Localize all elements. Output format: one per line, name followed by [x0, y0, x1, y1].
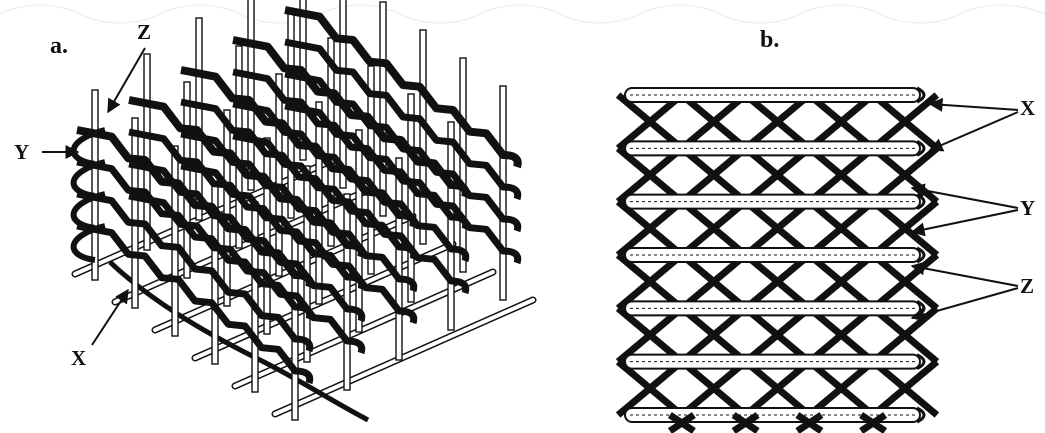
vertical-pin	[448, 122, 454, 330]
vertical-pin	[292, 230, 298, 420]
x-yarn-row	[625, 141, 920, 155]
vertical-pin	[460, 58, 466, 272]
vertical-pin	[264, 138, 270, 334]
vertical-pin	[304, 166, 310, 362]
panel-b-label: b.	[760, 28, 779, 52]
panel-b-x-label: X	[1020, 98, 1035, 119]
arrow-z-b-1	[912, 266, 1018, 286]
vertical-pin	[396, 158, 402, 360]
x-yarn-row	[625, 195, 920, 209]
panel-b-y-label: Y	[1020, 198, 1035, 219]
panel-a-z-label: Z	[137, 22, 151, 43]
arrow-x-a	[92, 290, 128, 345]
vertical-pin	[420, 30, 426, 244]
vertical-pin	[172, 146, 178, 336]
x-yarn-row	[625, 248, 920, 262]
vertical-pin	[316, 102, 322, 304]
vertical-pin	[224, 110, 230, 306]
vertical-pin	[500, 86, 506, 300]
panel-a-label: a.	[50, 34, 68, 58]
vertical-pin	[184, 82, 190, 278]
x-yarn-row	[625, 88, 920, 102]
vertical-pin	[276, 74, 282, 276]
arrow-x-b-2	[930, 112, 1018, 150]
vertical-pin	[408, 94, 414, 302]
panel-b-z-label: Z	[1020, 276, 1034, 297]
vertical-pin	[252, 202, 258, 392]
vertical-pin	[196, 18, 202, 220]
vertical-pin	[380, 2, 386, 216]
panel-a-y-label: Y	[14, 142, 29, 163]
vertical-pin	[340, 0, 346, 188]
x-yarn-row	[625, 301, 920, 315]
vertical-pin	[92, 90, 98, 280]
vertical-pin	[132, 118, 138, 308]
arrow-x-b-1	[930, 104, 1018, 110]
x-yarn-row	[625, 355, 920, 369]
vertical-pin	[344, 194, 350, 390]
panel-a-3d-weave	[74, 0, 533, 420]
vertical-pin	[356, 130, 362, 332]
panel-b-weave-plan	[618, 88, 937, 431]
panel-a-x-label: X	[71, 348, 86, 369]
